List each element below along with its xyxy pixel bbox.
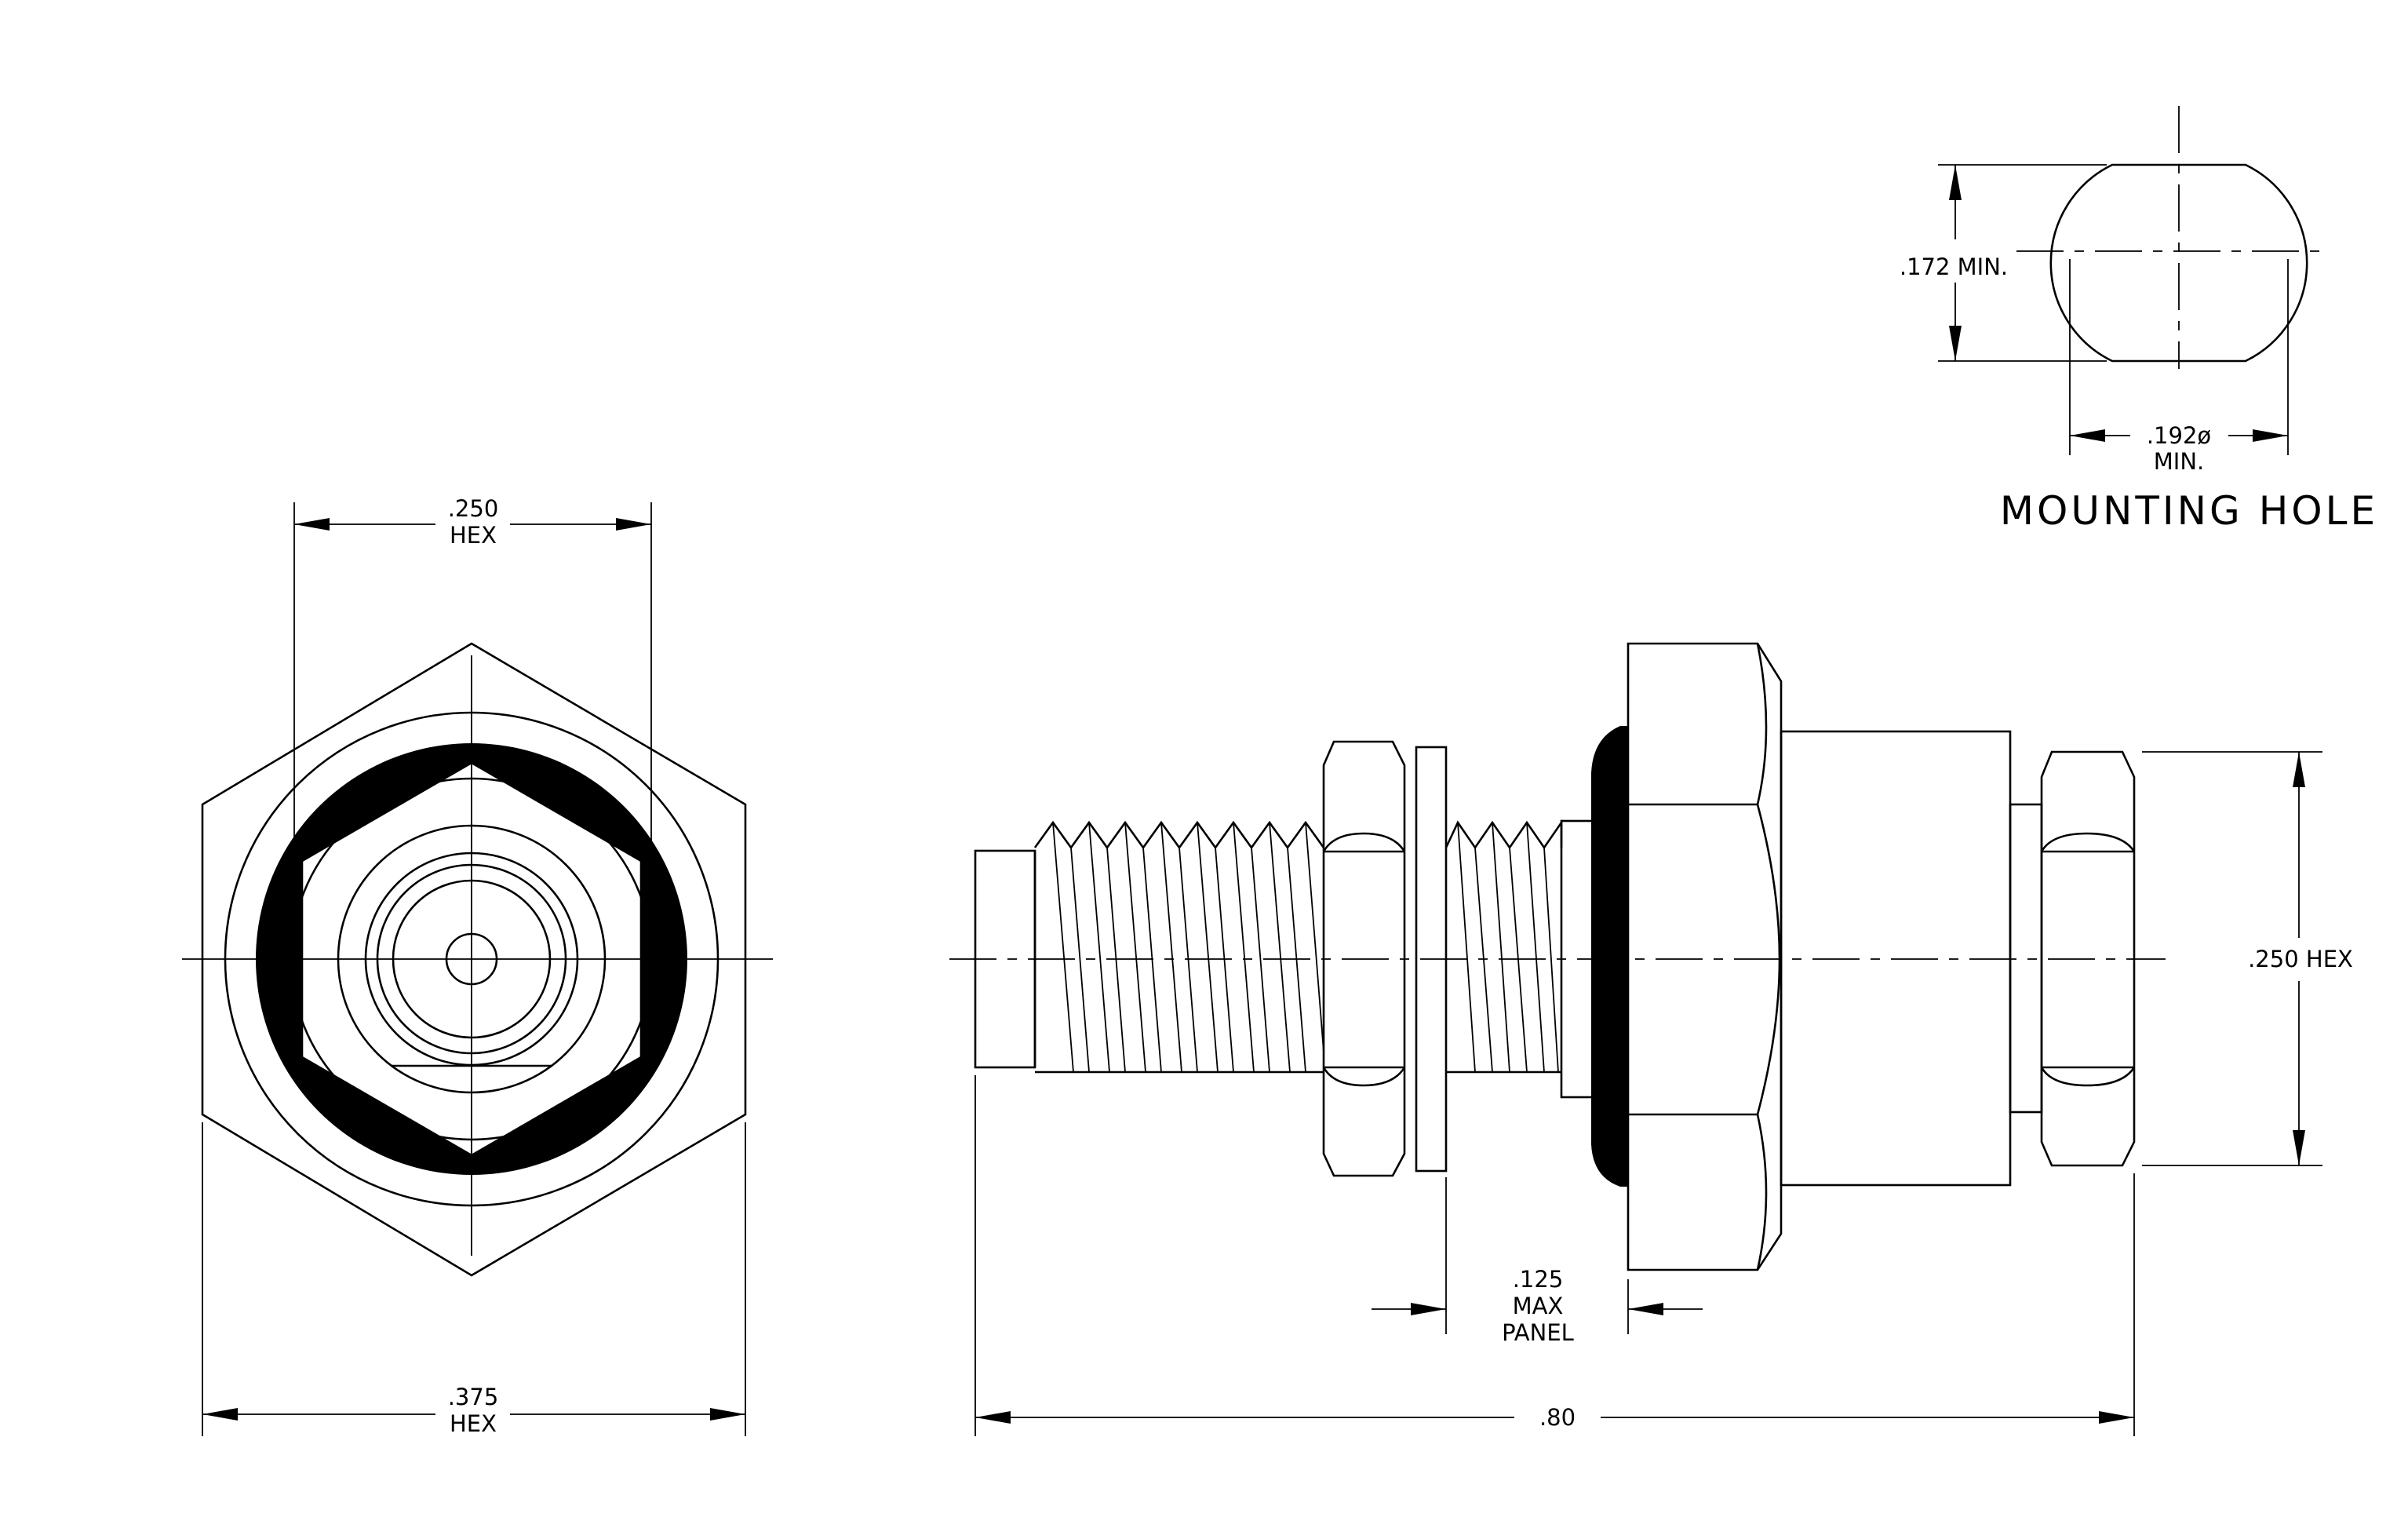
hole-diameter-label: .192ø	[2147, 422, 2211, 449]
overall-length-label: .80	[1539, 1404, 1576, 1431]
panel-dim-line2: MAX	[1513, 1293, 1564, 1319]
inner-hex-dimension: .250 HEX	[293, 495, 652, 859]
hole-diameter-dimension: .192ø MIN.	[2069, 259, 2289, 475]
panel-dim-line3: PANEL	[1502, 1319, 1574, 1346]
inner-hex-dim-sub: HEX	[450, 522, 497, 549]
hole-flat-label: .172 MIN.	[1900, 254, 2008, 280]
threaded-section	[1033, 820, 1325, 1074]
rear-neck	[2009, 803, 2043, 1114]
mounting-hole-view: .172 MIN. .192ø MIN. MOUNTING HOLE	[1900, 106, 2378, 534]
mounting-hole-title: MOUNTING HOLE	[2000, 488, 2378, 534]
rear-hex-dimension: .250 HEX	[2142, 751, 2353, 1166]
side-view: .250 HEX .125 MAX PANEL .80	[949, 642, 2353, 1436]
inner-hex-dim-value: .250	[448, 495, 499, 522]
panel-nut	[1322, 740, 1406, 1177]
body-hex	[1627, 642, 1783, 1271]
outer-hex-dim-sub: HEX	[450, 1410, 497, 1437]
panel-dim-line1: .125	[1513, 1266, 1564, 1293]
hole-flat-dimension: .172 MIN.	[1900, 164, 2107, 362]
end-view: .250 HEX .375 HEX	[182, 495, 773, 1437]
outer-hex-dimension: .375 HEX	[202, 1122, 746, 1437]
rear-body	[1780, 730, 2012, 1187]
overall-length-dimension: .80	[974, 1075, 2135, 1436]
rear-hex-dim-label: .250 HEX	[2248, 946, 2353, 972]
rear-hex-nut	[2040, 750, 2136, 1167]
mounting-hole-outline	[2049, 163, 2308, 363]
outer-hex-dim-value: .375	[448, 1384, 499, 1410]
hole-diameter-sub: MIN.	[2154, 448, 2205, 475]
outer-hex-outline	[201, 642, 747, 1277]
panel-thickness-dimension: .125 MAX PANEL	[1372, 1177, 1703, 1346]
o-ring-gasket	[1591, 726, 1628, 1187]
